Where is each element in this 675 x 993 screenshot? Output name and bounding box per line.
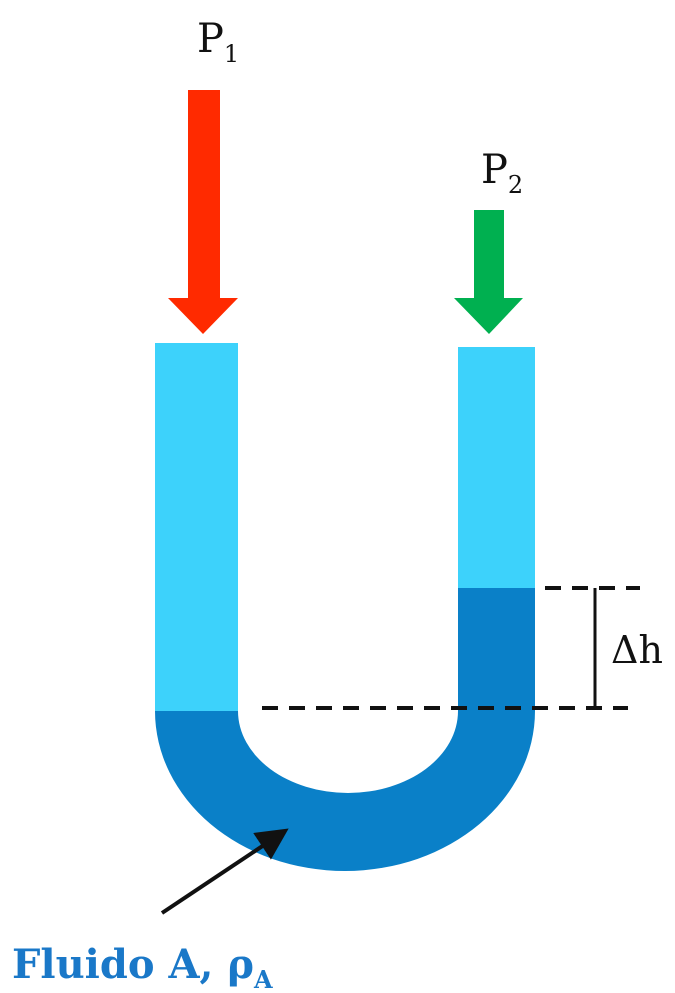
p2-label: P2 xyxy=(481,147,523,199)
fluid-a-label-sub: A xyxy=(253,965,273,993)
p2-label-main: P xyxy=(481,147,508,193)
right-tube-fluid-a-column xyxy=(458,588,535,711)
p1-label-sub: 1 xyxy=(224,40,239,68)
p1-label-main: P xyxy=(197,16,224,62)
delta-h-label: Δh xyxy=(611,628,663,672)
left-tube-column xyxy=(155,343,238,711)
p2-label-sub: 2 xyxy=(508,171,523,199)
fluid-a-label: Fluido A, ρA xyxy=(12,941,273,993)
right-tube-upper-column xyxy=(458,347,535,588)
p1-arrow-icon xyxy=(168,90,238,334)
p1-label: P1 xyxy=(197,16,239,68)
u-bend-fluid-a xyxy=(155,711,535,871)
p2-arrow-icon xyxy=(454,210,523,334)
fluid-a-label-main: Fluido A, ρ xyxy=(12,941,254,988)
fluid-pointer-arrow-icon xyxy=(160,828,289,915)
